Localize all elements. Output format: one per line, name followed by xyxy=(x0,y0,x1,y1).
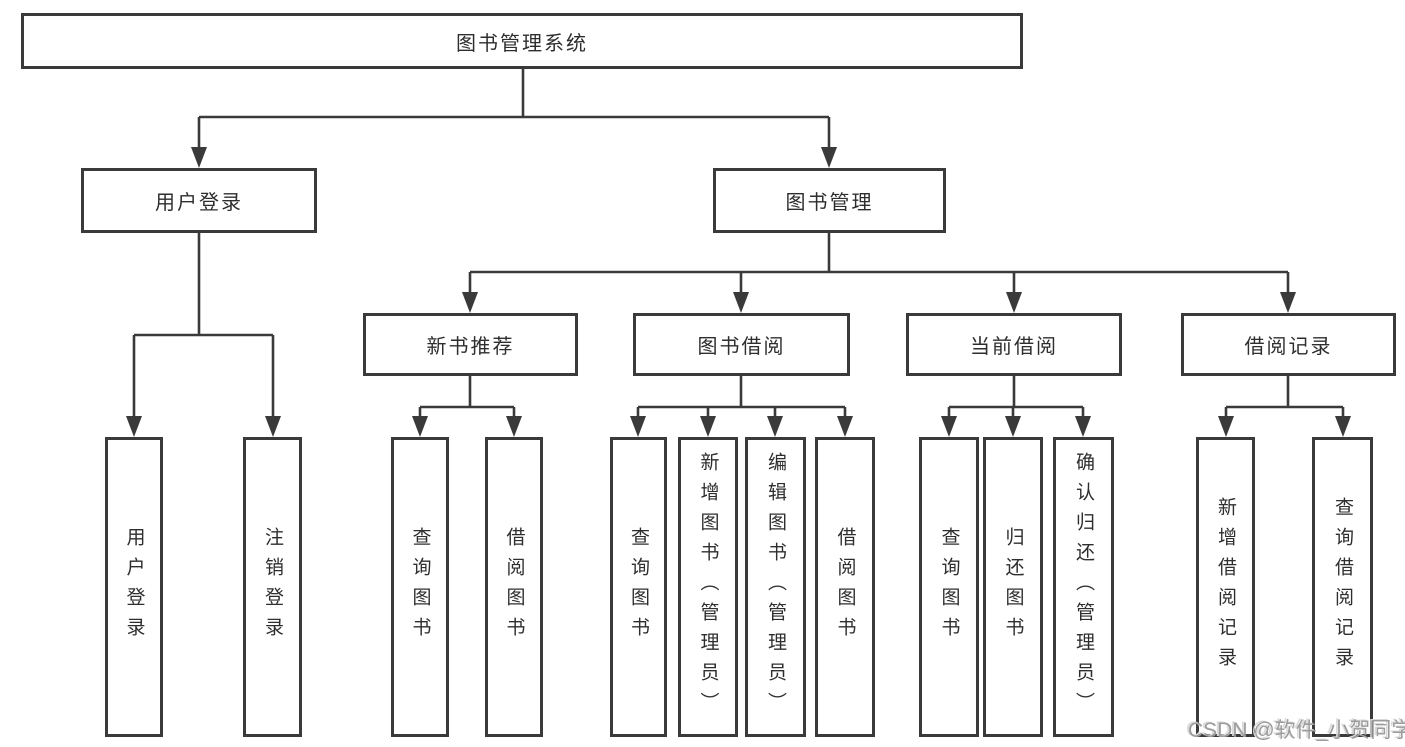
node-book-management: 图书管理 xyxy=(713,168,946,233)
node-label: 用户登录 xyxy=(123,527,145,647)
node-label: 用户登录 xyxy=(155,192,243,214)
node-label: 注销登录 xyxy=(262,527,283,647)
connector-current-borrowing xyxy=(947,376,1085,419)
node-new-book-recommend: 新书推荐 xyxy=(363,313,578,376)
leaf-return-books: 归还图书 xyxy=(983,437,1043,737)
connector-user-login xyxy=(132,233,275,419)
watermark-csdn: CSDN @软件_小贺同学 xyxy=(1188,719,1405,742)
node-label: 新增图书（管理员） xyxy=(697,452,719,722)
node-user-login: 用户登录 xyxy=(81,168,317,233)
leaf-borrow-books-recommend: 借阅图书 xyxy=(485,437,543,737)
leaf-confirm-return-admin: 确认归还（管理员） xyxy=(1053,437,1114,737)
node-label: 图书管理系统 xyxy=(456,32,588,55)
leaf-add-book-admin: 新增图书（管理员） xyxy=(678,437,738,737)
node-book-borrowing: 图书借阅 xyxy=(633,313,850,376)
leaf-edit-book-admin: 编辑图书（管理员） xyxy=(745,437,806,737)
connector-borrowing-records xyxy=(1224,376,1345,419)
node-label: 图书借阅 xyxy=(697,336,786,358)
connector-book-management xyxy=(468,233,1290,295)
leaf-user-login: 用户登录 xyxy=(105,437,163,737)
node-library-management-system: 图书管理系统 xyxy=(21,13,1023,69)
connector-book-borrowing xyxy=(636,376,847,419)
node-label: 借阅图书 xyxy=(834,527,856,647)
node-label: 借阅图书 xyxy=(503,527,525,647)
leaf-add-borrow-record: 新增借阅记录 xyxy=(1196,437,1255,737)
node-label: 新增借阅记录 xyxy=(1215,497,1236,677)
node-label: 编辑图书（管理员） xyxy=(765,452,786,722)
node-label: 查询图书 xyxy=(409,527,431,647)
leaf-query-books-recommend: 查询图书 xyxy=(391,437,449,737)
node-label: 借阅记录 xyxy=(1244,336,1333,358)
leaf-query-books-current: 查询图书 xyxy=(919,437,979,737)
node-borrowing-records: 借阅记录 xyxy=(1181,313,1396,376)
connector-root xyxy=(197,69,831,150)
connector-new-book-recommend xyxy=(418,376,516,419)
node-label: 新书推荐 xyxy=(426,336,515,358)
leaf-logout: 注销登录 xyxy=(243,437,302,737)
node-label: 确认归还（管理员） xyxy=(1073,452,1094,722)
leaf-borrow-books-borrowing: 借阅图书 xyxy=(815,437,875,737)
node-label: 查询图书 xyxy=(628,527,649,647)
node-current-borrowing: 当前借阅 xyxy=(906,313,1122,376)
node-label: 图书管理 xyxy=(785,192,874,214)
leaf-query-books-borrowing: 查询图书 xyxy=(610,437,667,737)
node-label: 当前借阅 xyxy=(970,336,1058,358)
leaf-query-borrow-record: 查询借阅记录 xyxy=(1312,437,1373,737)
node-label: 查询借阅记录 xyxy=(1332,497,1353,677)
node-label: 归还图书 xyxy=(1002,527,1024,647)
node-label: 查询图书 xyxy=(938,527,960,647)
